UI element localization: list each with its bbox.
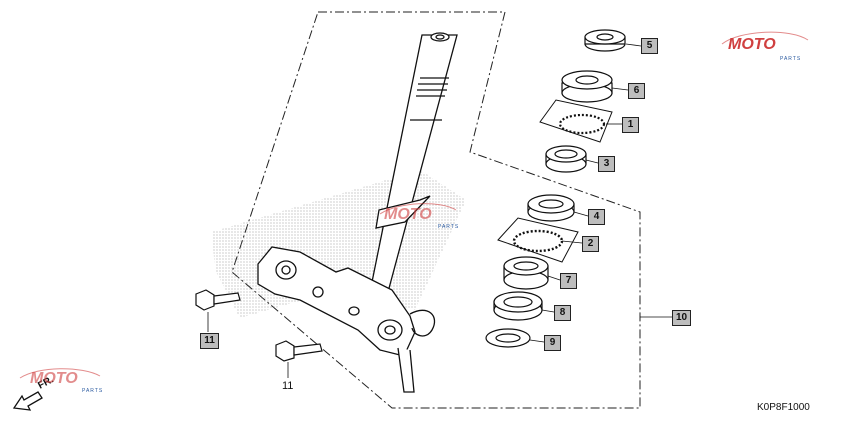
callout-6: 6 xyxy=(628,83,645,99)
bolt-upper xyxy=(195,289,241,311)
watermark-brand: MOTO xyxy=(728,36,776,53)
bolt-lower xyxy=(275,340,323,362)
callout-1: 1 xyxy=(622,117,639,133)
adjust-nut xyxy=(561,70,613,103)
lower-bracket xyxy=(257,246,436,393)
callout-7: 7 xyxy=(560,273,577,289)
watermark-sub: PARTS xyxy=(780,56,802,62)
callout-10: 10 xyxy=(672,310,691,326)
callout-4: 4 xyxy=(588,209,605,225)
callout-2: 2 xyxy=(582,236,599,252)
washer xyxy=(485,328,531,348)
upper-bearing xyxy=(539,99,613,143)
upper-race xyxy=(545,145,587,173)
lock-nut xyxy=(584,29,626,52)
cone-race xyxy=(493,291,543,321)
watermark-brand: MOTO xyxy=(384,206,432,223)
callout-9: 9 xyxy=(544,335,561,351)
callout-11: 11 xyxy=(200,333,219,349)
lower-race xyxy=(527,194,575,222)
dust-seal xyxy=(503,256,549,290)
watermark-sub: PARTS xyxy=(438,224,460,230)
label-11: 11 xyxy=(282,380,294,392)
lower-bearing xyxy=(497,217,579,263)
callout-8: 8 xyxy=(554,305,571,321)
watermark-sub: PARTS xyxy=(82,388,104,394)
diagram-code: K0P8F1000 xyxy=(757,402,810,413)
watermark-brand: MOTO xyxy=(30,370,78,387)
callout-5: 5 xyxy=(641,38,658,54)
watermark-emblem xyxy=(19,31,809,379)
leader-lines xyxy=(207,43,672,378)
callout-3: 3 xyxy=(598,156,615,172)
